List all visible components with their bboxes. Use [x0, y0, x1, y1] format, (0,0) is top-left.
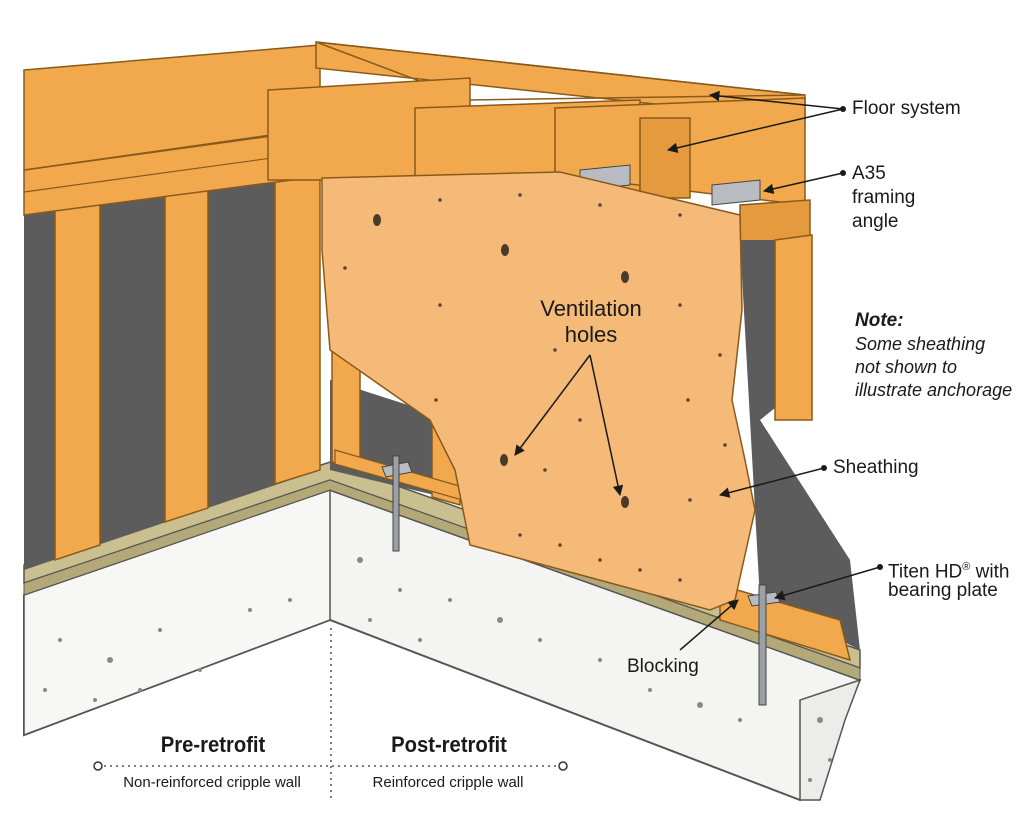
sheathing-panel — [321, 171, 756, 611]
wall-cavity — [740, 240, 860, 650]
blocking-label: Blocking — [627, 656, 699, 677]
ventilation-label-line2: holes — [564, 322, 618, 347]
a35-label-line1: A35 — [852, 163, 886, 184]
ventilation-label-line1: Ventilation — [540, 296, 642, 321]
sheathing-nails — [343, 193, 727, 582]
floor-system-label: Floor system — [852, 98, 961, 119]
pre-retrofit-title: Pre-retrofit — [160, 732, 266, 757]
leader-dots — [821, 106, 883, 570]
concrete-foundation — [23, 461, 862, 802]
note-line2: not shown to — [855, 357, 958, 377]
concrete-speckles — [43, 557, 832, 782]
pre-retrofit-subtitle: Non-reinforced cripple wall — [123, 774, 301, 791]
caption-divider — [93, 628, 568, 800]
note-line3: illustrate anchorage — [855, 380, 1013, 400]
post-retrofit-title: Post-retrofit — [391, 732, 507, 757]
sheathing-label: Sheathing — [833, 457, 919, 478]
titen-label-line2: bearing plate — [888, 580, 998, 601]
ventilation-holes — [373, 214, 629, 508]
pre-retrofit-wall — [23, 44, 331, 570]
titen-hd-left — [381, 455, 413, 552]
post-retrofit-subtitle: Reinforced cripple wall — [372, 774, 524, 791]
titen-label-line1: Titen HD® with — [888, 561, 1010, 583]
note-line1: Some sheathing — [855, 334, 986, 354]
note-title: Note: — [855, 310, 904, 331]
leader-lines — [514, 90, 881, 651]
floor-system — [267, 41, 811, 251]
a35-label-line2: framing — [852, 187, 916, 208]
titen-hd-right — [747, 584, 781, 706]
a35-label-line3: angle — [852, 211, 899, 232]
